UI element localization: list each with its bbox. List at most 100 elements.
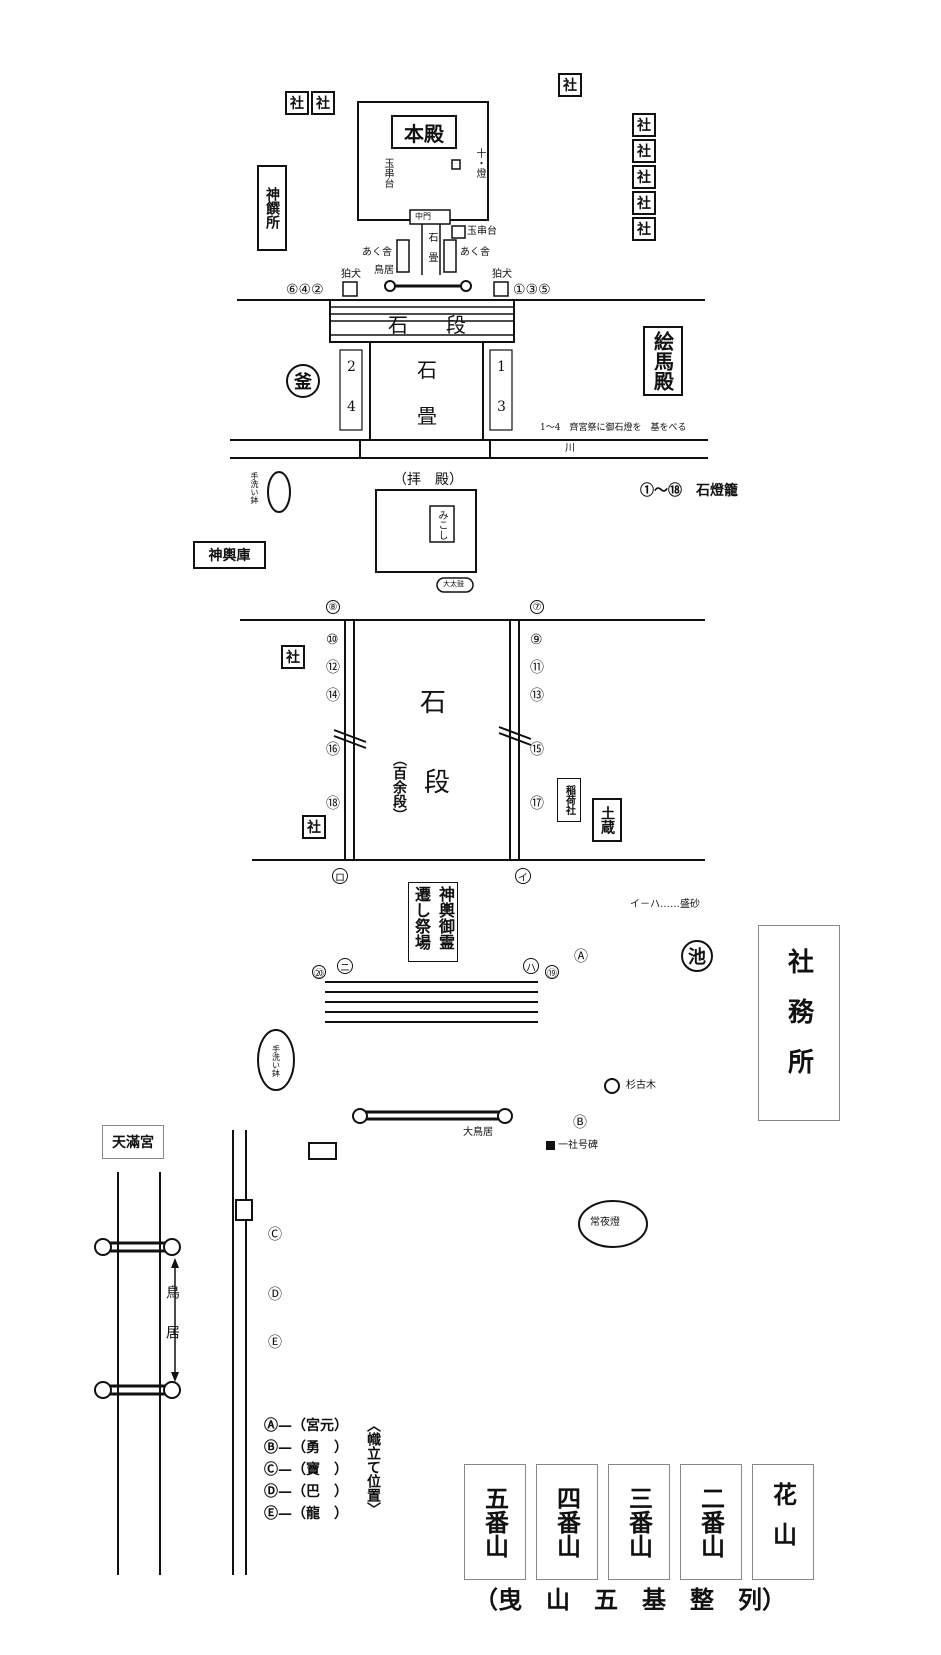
shrine-box-right-2: 社 [632,139,656,163]
akusha-left-label: あく舎 [362,247,392,258]
hikiyama-2-label: 二番山 [696,1486,726,1558]
emaden-box: 絵馬殿 [643,326,683,396]
lantern-mark-7: ⑦ [530,600,544,614]
sand-note: イ－ハ……盛砂 [630,899,700,910]
flag-legend-title: 〈幟立て位置〉 [365,1418,381,1516]
lantern-mark-8: ⑧ [326,600,340,614]
lantern-marks-left: ⑥④② [286,282,324,298]
shrine-box-mid-2: 社 [302,815,326,839]
shrine-box-right-5: 社 [632,217,656,241]
lantern-mark-9: ⑨ [530,632,543,648]
ishidatami-a: 石 [417,358,437,382]
tenmangu-label: 天滿宮 [112,1135,154,1151]
mikoshi-label: みこし [436,510,447,540]
shrine-box-mid-1: 社 [281,645,305,669]
hanayama-box: 花山 [752,1464,814,1580]
flag-mark-E: Ⓔ [268,1335,282,1351]
komainu-right-label: 狛犬 [492,269,512,280]
pond-marker: 池 [681,940,713,972]
lantern-mark-18: ⑱ [326,796,340,812]
pond-label: 池 [688,947,706,968]
hikiyama-5-box: 五番山 [464,1464,526,1580]
lantern-mark-15: ⑮ [530,742,544,758]
lantern-mark-17: ⑰ [530,796,544,812]
lantern-mark-13: ⑬ [530,688,544,704]
stair2-label-b: 段 [424,768,451,798]
shamusho-label: 社務所 [783,948,814,1098]
flag-legend-B: Ⓑ—（勇 ） [264,1440,348,1456]
sand-mark-ha: ハ [523,958,539,974]
lantern-mark-10: ⑩ [326,632,339,648]
shrine-box-top-left-2: 社 [311,91,335,115]
komainu-left-label: 狛犬 [341,269,361,280]
akusha-right-label: あく舎 [460,247,490,258]
lantern-num-4: 4 [347,399,356,415]
shinyoko-label: 神輿庫 [208,548,251,564]
lantern-num-3: 3 [497,399,506,415]
lantern-mark-14: ⑭ [326,688,340,704]
emaden-label: 絵馬殿 [650,331,675,391]
flag-legend-D: Ⓓ—（巴 ） [264,1484,348,1500]
tamagushi-left-label: 玉串台 [382,158,393,188]
shinsensho-box: 神饌所 [257,165,287,251]
flag-legend-C: Ⓒ—（寶 ） [264,1462,348,1478]
kama-marker: 釜 [286,364,320,398]
hikiyama-4-box: 四番山 [536,1464,598,1580]
lantern-marks-right: ①③⑤ [513,282,551,298]
sugi-label: 杉古木 [626,1080,656,1091]
mikoshi-sign-box: 神輿御霊遷し祭場 [408,882,458,962]
lantern-mark-12: ⑫ [326,660,340,676]
sand-mark-ni: ニ [337,958,353,974]
hanayama-label: 花山 [768,1482,798,1562]
tenmangu-box: 天滿宮 [102,1125,164,1159]
inari-box: 稲荷社 [557,778,581,822]
flag-legend-E: Ⓔ—（龍 ） [264,1506,348,1522]
lantern-mark-16: ⑯ [326,742,340,758]
joyato-label: 常夜燈 [590,1217,620,1228]
lantern-num-2: 2 [347,359,356,375]
shamusho-box: 社務所 [758,925,840,1121]
ishidatami-upper-label: 石畳 [426,232,437,272]
flag-mark-D: Ⓓ [268,1287,282,1303]
hikiyama-2-box: 二番山 [680,1464,742,1580]
shinsensho-label: 神饌所 [264,187,280,229]
temizu-label-2: 手洗い鉢 [271,1045,281,1077]
lantern-num-1: 1 [497,359,506,375]
hikiyama-5-label: 五番山 [480,1486,510,1558]
taiko-label: 大太鼓 [443,580,464,588]
flag-mark-B: Ⓑ [573,1115,587,1131]
lantern-mark-11: ⑪ [530,660,544,676]
honden-box: 本殿 [391,115,457,149]
hikiyama-caption: （曳 山 五 基 整 列） [474,1585,786,1614]
inari-label: 稲荷社 [563,785,575,815]
chumon-label: 中門 [415,212,431,221]
shinyoko-box: 神輿庫 [193,541,266,569]
sand-mark-ro: ロ [332,868,348,884]
lantern-mark-19: ⑲ [545,965,559,980]
shrine-box-right-3: 社 [632,165,656,189]
lantern-legend: ①～⑱ 石燈籠 [640,483,738,499]
river-label: 川 [565,443,575,454]
stair1-label-b: 段 [446,313,466,337]
dozo-box: 土蔵 [592,798,622,842]
sand-mark-i: イ [515,868,531,884]
temizu-label-1: 手洗い鉢 [250,472,259,504]
haiden-title: （拝 殿） [393,472,463,488]
flag-mark-C: Ⓒ [268,1227,282,1243]
torii-small-label: 鳥居 [374,265,394,276]
otorii-label: 大鳥居 [463,1127,493,1138]
shrine-box-top-left-1: 社 [285,91,309,115]
hikiyama-4-label: 四番山 [552,1486,582,1558]
ishidatami-b: 畳 [417,404,437,428]
stair2-label-a: 石 [420,688,447,718]
dozo-label: 土蔵 [599,806,615,834]
shago-label: 一社号碑 [558,1140,598,1151]
toro-right-label: 十・燈 [474,148,485,178]
flag-mark-A: Ⓐ [574,949,588,965]
mikoshi-sign-label: 神輿御霊遷し祭場 [412,886,455,950]
shrine-box-top-right: 社 [558,73,582,97]
stair2-count: （百余段） [391,752,407,822]
stair1-label-a: 石 [388,313,408,337]
tenmangu-torii-label: 鳥居 [164,1285,180,1365]
